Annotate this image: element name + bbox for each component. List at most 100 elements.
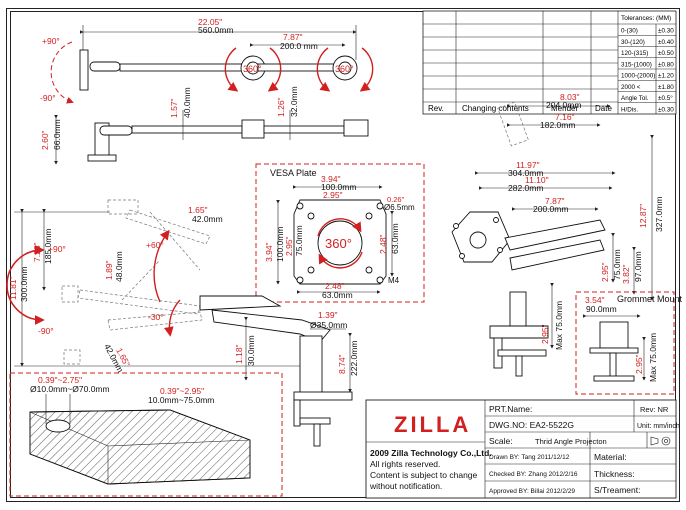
rights-text: All rights reserved.: [370, 459, 440, 469]
top-overall-mm: 560.0mm: [198, 25, 233, 35]
company-logo: ZILLA: [394, 412, 471, 437]
desk-hole-in: 0.39"~2.75": [38, 375, 82, 385]
left-tilt-minus: -90°: [38, 326, 54, 336]
tolerance-range: 1000-(2000): [621, 73, 655, 80]
tolerance-range: 30-(120): [621, 39, 645, 46]
right-d4-mm: 282.0mm: [508, 183, 543, 193]
grommet-w-mm: 90.0mm: [586, 304, 617, 314]
top-rot-b: 360°: [335, 64, 354, 74]
revision-table: Rev. Changing contents Mender Date: [422, 10, 677, 115]
vesa-w100-mm: 100.0mm: [321, 182, 356, 192]
tolerance-title: Tolerances: (MM): [621, 15, 671, 22]
left-base-in: 1.18": [234, 344, 244, 364]
right-h3-in: 3.82": [621, 264, 631, 284]
rev-value: Rev: NR: [640, 405, 669, 414]
drawn-by: Drawn BY: Tang 2011/12/12: [489, 454, 570, 461]
side-h2-mm: 32.0mm: [289, 86, 299, 117]
tolerance-value: ±0.80: [658, 61, 674, 68]
projection-symbol-icon: [650, 436, 671, 446]
inner-frame: [10, 11, 676, 498]
tolerance-value: ±0.40: [658, 39, 674, 46]
notice-line-2: without notification.: [369, 481, 442, 491]
tolerance-range: H/Dis.: [621, 106, 638, 113]
left-view: 11.81" 300.0mm 7.28" 185.0mm +90° -90° +…: [6, 199, 359, 447]
grommet-mount-view: Grommet Mount 3.54" 90.0mm 2.95" Max 75.…: [575, 291, 683, 395]
tolerance-range: 315-(1000): [621, 61, 652, 68]
grommet-title: Grommet Mount: [617, 294, 683, 304]
grommet-w-in: 3.54": [585, 295, 605, 305]
tolerance-value: ±0.30: [658, 106, 674, 113]
material-label: Material:: [594, 452, 627, 462]
left-base-mm: 30.0mm: [246, 335, 256, 366]
vesa-w63-mm: 63.0mm: [322, 290, 353, 300]
grommet-h-in: 2.95": [634, 354, 644, 374]
right-h2-mm: 75.0mm: [612, 249, 622, 280]
right-h3-mm: 97.0mm: [633, 251, 643, 282]
drawing-number: DWG.NO: EA2-5522G: [489, 420, 574, 430]
right-d3-in: 11.97": [516, 160, 540, 170]
tolerance-range: 2000 <: [621, 84, 641, 91]
right-d2-mm: 182.0mm: [540, 120, 575, 130]
top-arm-in: 7.87": [283, 32, 303, 42]
vesa-w100-in: 3.94": [321, 174, 341, 184]
left-h-in: 11.81": [8, 276, 18, 300]
right-d4-in: 11.10": [525, 175, 549, 185]
company-name: 2009 Zilla Technology Co.,Ltd.: [370, 448, 492, 458]
left-tilt-plus: +90°: [48, 244, 66, 254]
desk-detail: 0.39"~2.75" Ø10.0mm~Ø70.0mm 0.39"~2.95" …: [9, 372, 283, 497]
date-label: Date: [595, 104, 612, 113]
left-pole-mm: Ø35.0mm: [310, 320, 347, 330]
part-name-label: PRT.Name:: [489, 404, 532, 414]
left-clamp-in: 8.74": [337, 354, 347, 374]
thickness-label: Thickness:: [594, 469, 635, 479]
right-d3-mm: 304.0mm: [508, 168, 543, 178]
right-clamp-mm: Max 75.0mm: [554, 301, 564, 350]
right-d5-mm: 200.0mm: [533, 204, 568, 214]
left-pole-in: 1.39": [318, 310, 338, 320]
left-seg-mm: 42.0mm: [192, 214, 223, 224]
top-view: 22.05" 560.0mm 7.87" 200.0 mm +90° -90° …: [40, 17, 374, 104]
vesa-rotation: 360°: [325, 236, 352, 251]
left-lift-minus: -30°: [148, 312, 164, 322]
title-block: ZILLA 2009 Zilla Technology Co.,Ltd. All…: [365, 399, 680, 499]
rev-label: Rev.: [428, 104, 444, 113]
vesa-h75-mm: 75.0mm: [294, 225, 304, 256]
side-h1-mm: 40.0mm: [182, 87, 192, 118]
top-rot-minus: -90°: [40, 93, 56, 103]
mender-label: Mender: [551, 104, 578, 113]
unit-label: Unit: mm/inch: [637, 423, 680, 430]
vesa-title: VESA Plate: [270, 168, 317, 178]
vesa-screw: M4: [388, 276, 400, 285]
right-clamp-in: 2.95": [540, 324, 550, 344]
tolerance-value: ±0.5°: [658, 94, 673, 102]
tolerance-value: ±1.20: [658, 73, 674, 80]
side-base-in: 2.60": [40, 130, 50, 150]
right-d5-in: 7.87": [545, 196, 565, 206]
checked-by: Checked BY: Zhang 2012/2/16: [489, 471, 578, 478]
tolerance-value: ±0.50: [658, 50, 674, 57]
scale-label: Scale:: [489, 436, 513, 446]
vesa-plate-view: VESA Plate 3.94" 100.0mm 2.95" 75.0mm 36…: [255, 163, 425, 303]
vesa-h75-in: 2.95": [284, 236, 294, 256]
left-h2-mm: 185.0mm: [43, 229, 53, 264]
tolerance-value: ±0.30: [658, 28, 674, 35]
side-h2-in: 1.26": [276, 97, 286, 117]
top-rot-a: 360°: [243, 64, 262, 74]
outer-frame: [6, 8, 680, 502]
desk-thick-mm: 10.0mm~75.0mm: [148, 395, 214, 405]
vesa-hole-in: 0.26": [387, 195, 405, 204]
left-clamp-mm: 222.0mm: [349, 341, 359, 376]
top-arm-mm: 200.0 mm: [280, 41, 318, 51]
left-h-mm: 300.0mm: [19, 267, 29, 302]
notice-line-1: Content is subject to change: [370, 470, 478, 480]
right-h2-in: 2.95": [600, 262, 610, 282]
vesa-h63-mm: 63.0mm: [390, 223, 400, 254]
desk-thick-in: 0.39"~2.95": [160, 386, 204, 396]
top-overall-in: 22.05": [198, 17, 222, 27]
desk-hole-mm: Ø10.0mm~Ø70.0mm: [30, 384, 110, 394]
side-view: 2.60" 66.0mm 1.57" 40.0mm 1.26" 32.0mm: [40, 86, 369, 165]
tolerance-value: ±1.80: [658, 84, 674, 91]
top-rot-plus: +90°: [42, 36, 60, 46]
